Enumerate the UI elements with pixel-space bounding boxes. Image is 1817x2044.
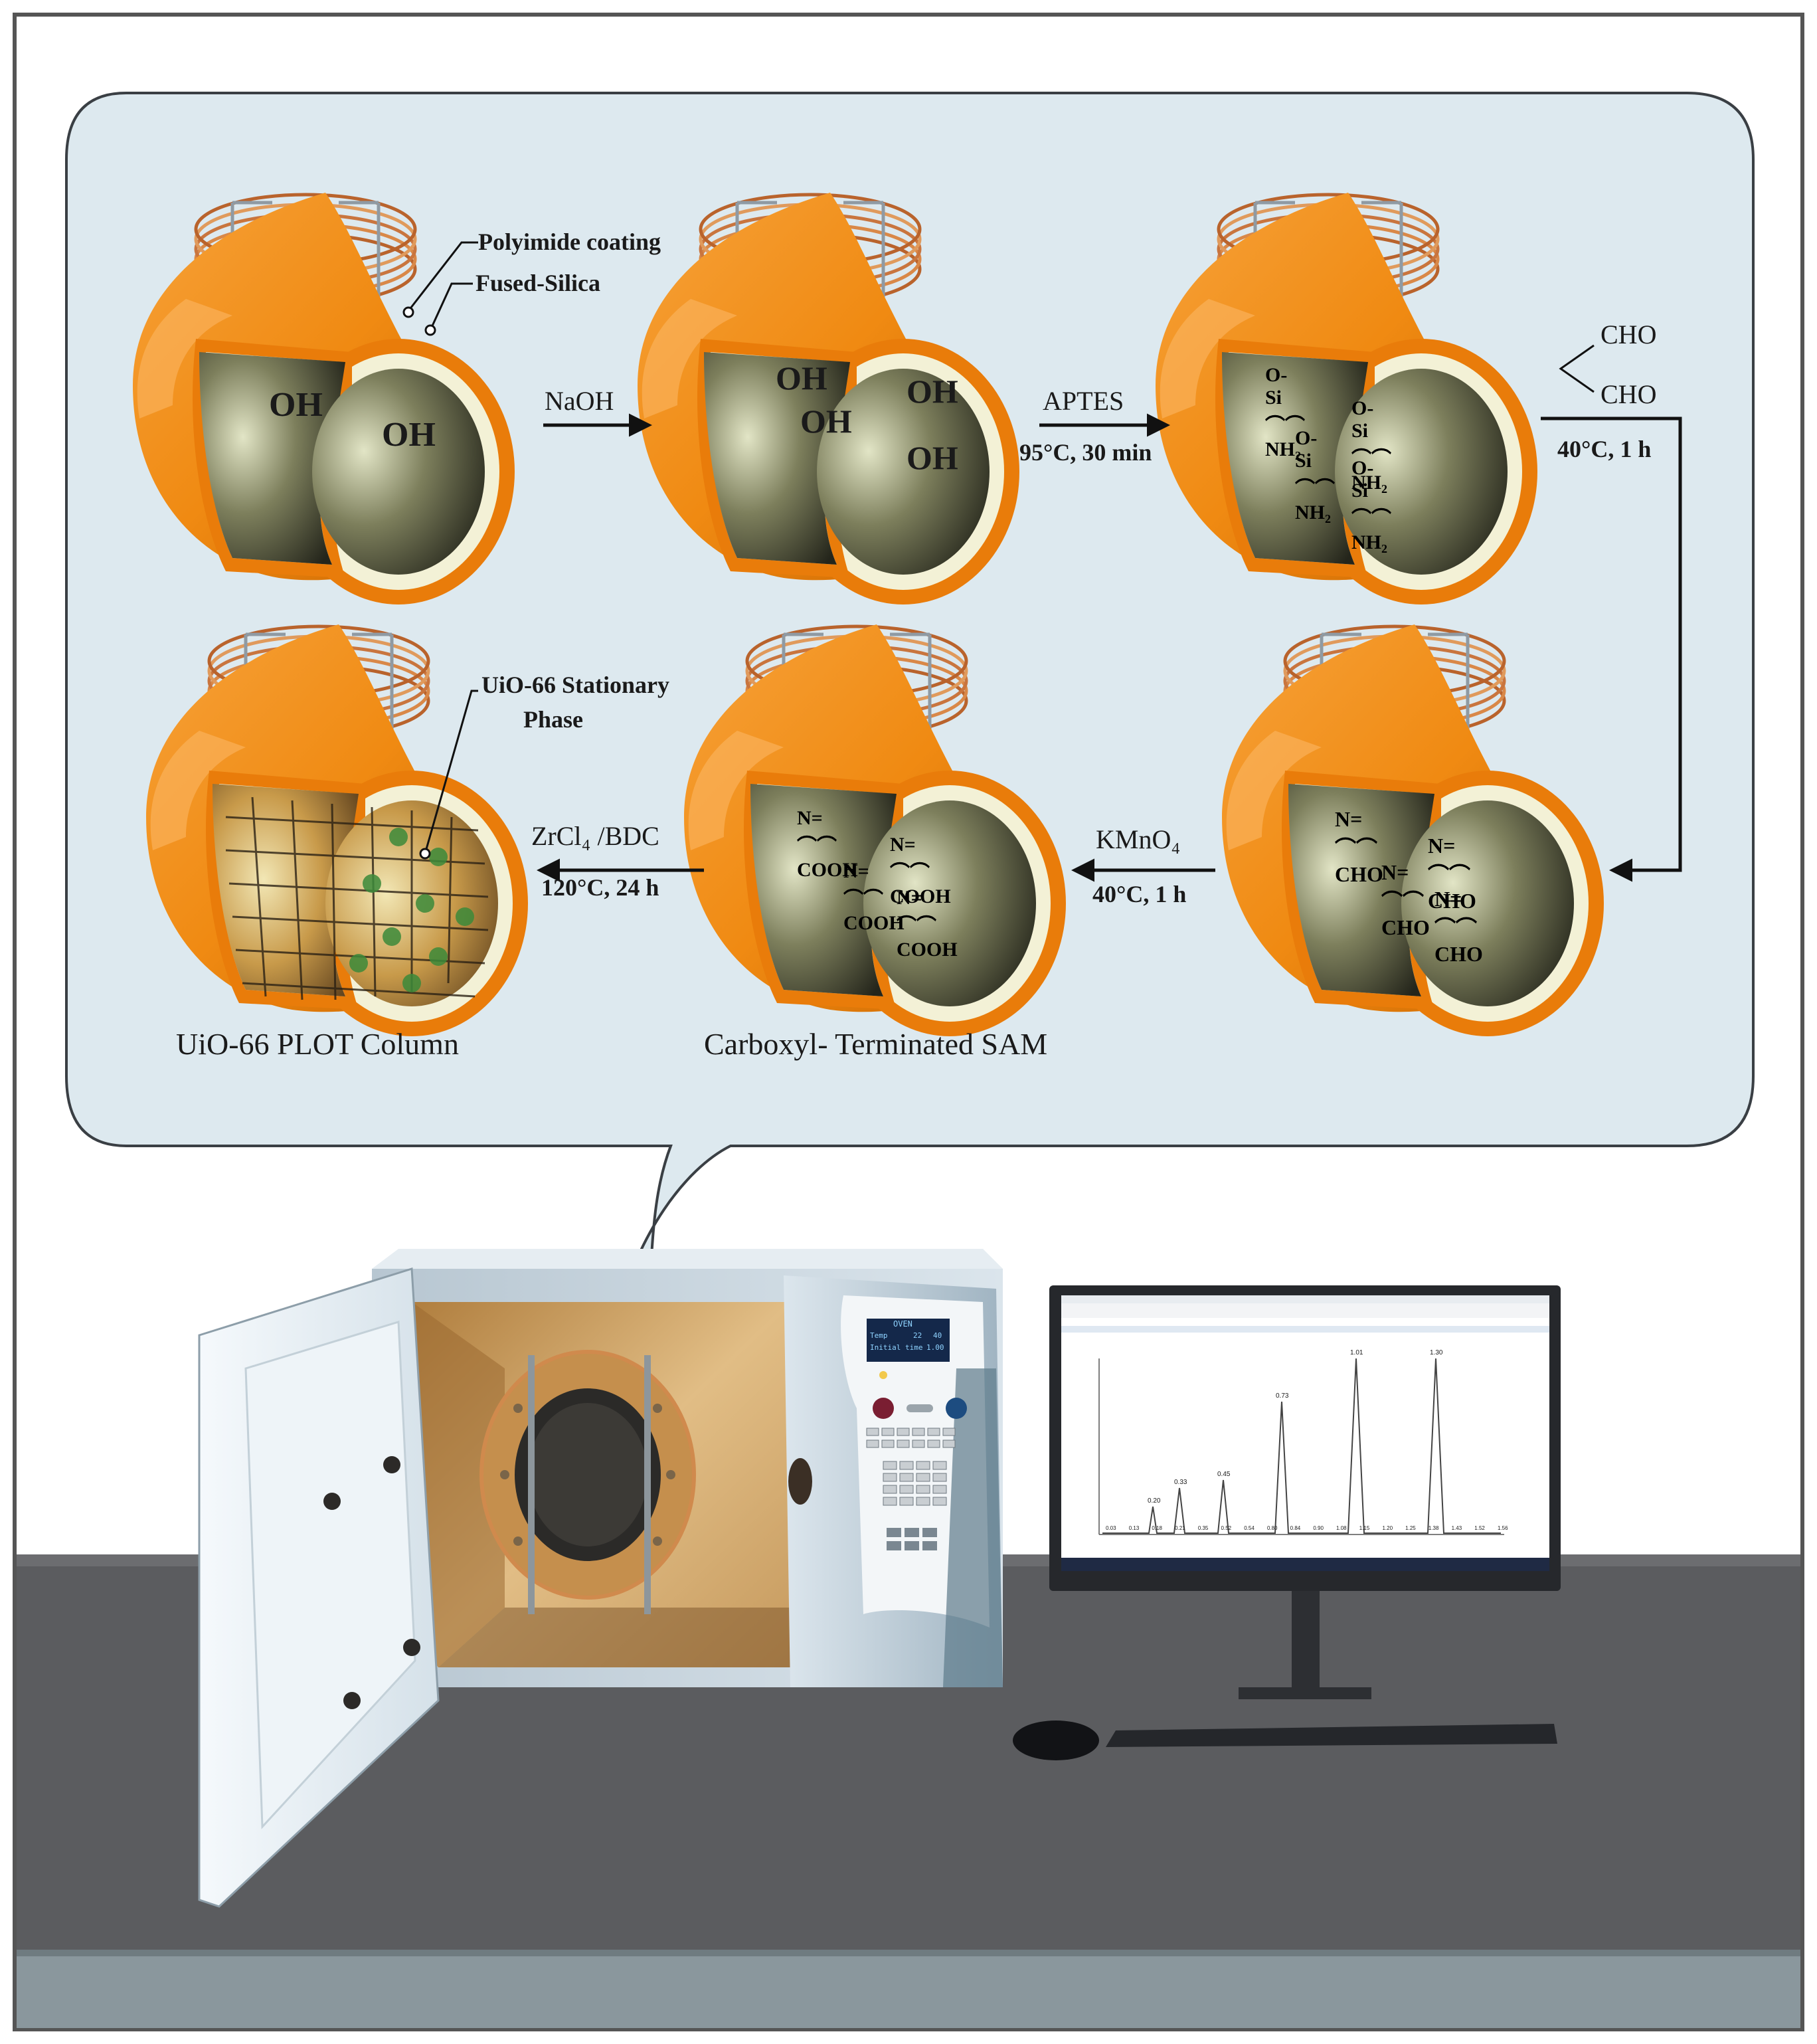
carboxyl-group: N= ⌒⌒ COOH [843,860,905,934]
monitor-screen [1061,1295,1549,1571]
display-temp-v1: 22 [913,1331,922,1340]
column-step2 [638,193,1019,604]
display-time-value: 1.00 [926,1343,944,1352]
column-step5 [684,624,1066,1036]
arrow-glutaraldehyde [1541,417,1682,882]
fused-silica-label: Fused-Silica [476,270,601,296]
baseline-label: 0.84 [1290,1525,1301,1531]
hydroxyl-group: OH [800,403,852,440]
peak-label: 1.30 [1430,1349,1443,1356]
carboxyl-group: N= ⌒⌒ COOH [797,807,858,881]
siloxane-group: O- Si ⌒⌒ NH₂ [1295,427,1335,523]
display-line1: OVEN [893,1319,912,1329]
imine-group: N= ⌒⌒ CHO [1381,860,1430,939]
hydroxyl-group: OH [269,386,323,424]
gc-oven [198,1249,1003,1908]
baseline-label: 1.20 [1382,1525,1393,1531]
baseline-label: 0.52 [1221,1525,1232,1531]
column-step4 [1222,624,1604,1036]
baseline-label: 0.13 [1128,1525,1140,1531]
kmno4-label: KMnO₄ [1096,824,1181,854]
uio66-label-line1: UiO-66 Stationary [481,672,669,698]
sam-caption: Carboxyl- Terminated SAM [704,1027,1048,1061]
baseline-label: 0.80 [1266,1525,1278,1531]
baseline-label: 1.43 [1451,1525,1462,1531]
baseline-label: 1.25 [1405,1525,1416,1531]
polyimide-label: Polyimide coating [478,229,661,255]
carboxyl-group: N= ⌒⌒ COOH [890,834,951,907]
display-temp-label: Temp [870,1331,888,1340]
display-time-label: Initial time [870,1343,923,1352]
peak-label: 0.73 [1276,1392,1289,1400]
baseline-label: 0.21 [1175,1525,1185,1531]
carboxyl-group: N= ⌒⌒ COOH [897,887,958,961]
uio66-caption: UiO-66 PLOT Column [176,1027,459,1061]
siloxane-group: O- Si ⌒⌒ NH₂ [1351,457,1391,553]
siloxane-group: O- Si ⌒⌒ NH₂ [1265,364,1305,460]
baseline-label: 0.18 [1152,1525,1162,1531]
baseline-label: 1.56 [1498,1525,1508,1531]
imine-group: N= ⌒⌒ CHO [1335,807,1383,886]
glutaraldehyde-condition: 40°C, 1 h [1557,436,1652,462]
chromatogram-trace [1102,1358,1501,1534]
baseline-label: 1.52 [1474,1525,1485,1531]
baseline-label: 0.90 [1313,1525,1324,1531]
peak-label: 1.01 [1350,1349,1363,1356]
aptes-condition: 95°C, 30 min [1019,439,1152,466]
siloxane-group: O- Si ⌒⌒ NH₂ [1351,397,1391,494]
floor [17,1950,1800,2028]
keyboard [1106,1724,1557,1747]
cho-bottom: CHO [1601,379,1657,409]
display-temp-v2: 40 [933,1331,942,1340]
imine-group: N= ⌒⌒ CHO [1428,834,1476,913]
kmno4-condition: 40°C, 1 h [1092,881,1187,907]
zrcl4-condition: 120°C, 24 h [541,874,659,901]
oven-display [867,1319,950,1362]
peak-label: 0.20 [1148,1497,1161,1505]
hydroxyl-group: OH [776,359,827,397]
aptes-label: APTES [1043,386,1124,416]
naoh-label: NaOH [545,386,614,416]
uio66-label-line2: Phase [523,706,583,733]
hydroxyl-group: OH [382,416,436,454]
baseline-label: 0.54 [1244,1525,1255,1531]
baseline-label: 0.35 [1197,1525,1209,1531]
zrcl4-label: ZrCl₄ /BDC [531,821,659,851]
peak-label: 0.33 [1174,1479,1187,1486]
computer [1013,1285,1561,1760]
baseline-label: 1.08 [1336,1525,1347,1531]
column-step6 [146,624,528,1036]
column-step3 [1156,193,1537,604]
cho-top: CHO [1601,320,1657,349]
baseline-label: 1.15 [1359,1525,1370,1531]
imine-group: N= ⌒⌒ CHO [1434,887,1483,966]
mouse [1013,1720,1099,1760]
hydroxyl-group: OH [907,439,958,476]
peak-label: 0.45 [1217,1471,1231,1478]
column-step1 [133,193,515,604]
hydroxyl-group: OH [907,373,958,410]
baseline-label: 0.03 [1106,1525,1116,1531]
baseline-label: 1.38 [1428,1525,1439,1531]
